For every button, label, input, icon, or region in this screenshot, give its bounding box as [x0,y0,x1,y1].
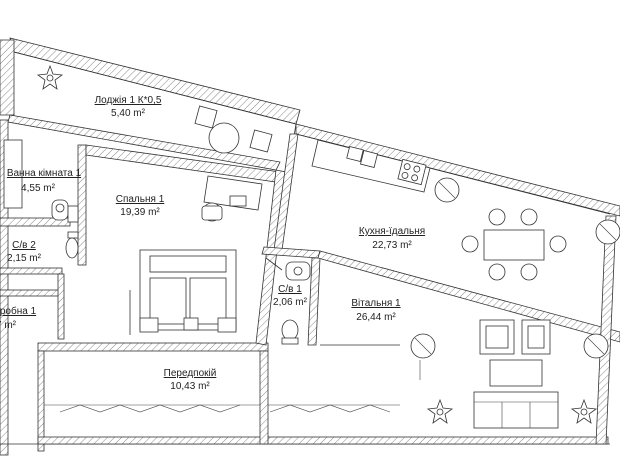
room-name-kitchen: Кухня-їдальня [359,226,425,237]
room-name-wc2: С/в 2 [12,240,36,251]
room-name-living: Вітальня 1 [351,298,401,309]
wc1-fixtures [265,257,311,345]
room-labels: Лоджія 1 К*0,5 5,40 m² Ванна кімната 1 4… [0,95,425,392]
plant-icon [36,64,64,90]
desk-furniture [201,175,263,222]
dining-set [461,208,567,281]
room-name-hall: Передпокій [164,368,217,379]
room-name-bedroom: Спальня 1 [116,194,165,205]
kitchen-counter [311,139,431,193]
room-name-laundry: робна 1 [0,305,37,317]
bed [139,249,237,333]
plant-icon [426,398,454,424]
bedroom-walls [85,144,287,346]
room-name-loggia: Лоджія 1 К*0,5 [95,95,162,106]
room-name-bathroom: Ванна кімната 1 [7,168,82,179]
room-area-wc2: 2,15 m² [7,253,42,264]
room-name-wc1: С/в 1 [278,284,302,295]
wc2-fixtures [65,231,79,259]
room-area-loggia: 5,40 m² [111,108,146,119]
room-area-living: 26,44 m² [356,312,396,323]
room-area-hall: 10,43 m² [170,381,210,392]
bathroom-fixtures [3,139,79,223]
room-area-bedroom: 19,39 m² [120,207,160,218]
loggia-furniture [194,105,273,154]
loggia-room [0,37,301,171]
left-block-walls [0,119,610,456]
room-area-wc1: 2,06 m² [273,297,308,308]
room-area-kitchen: 22,73 m² [372,240,412,251]
living-furniture [410,319,609,429]
room-area-bathroom: 4,55 m² [21,183,56,194]
kitchen-plants [434,177,620,245]
kitchen-living-walls [261,123,620,445]
plant-icon [570,398,598,424]
hall-walls [44,344,400,445]
room-area-laundry: 7 m² [0,320,17,331]
